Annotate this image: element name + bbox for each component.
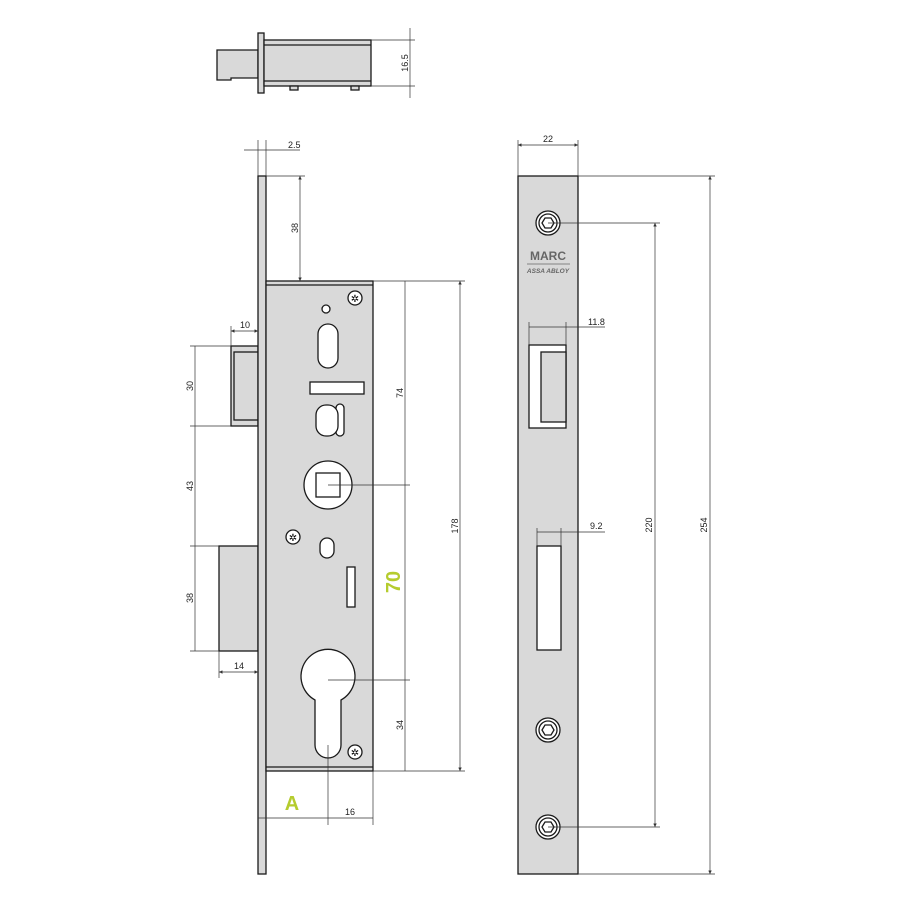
screw-icon: ✲ [285,529,301,545]
dim-14: 14 [234,661,244,671]
deadbolt [218,545,259,652]
dim-22: 22 [543,134,553,144]
dim-178: 178 [450,518,460,533]
case-top [263,39,372,87]
svg-text:✲: ✲ [351,294,359,305]
faceplate [257,175,267,875]
svg-text:✲: ✲ [289,533,297,544]
dim-2-5: 2.5 [288,140,301,150]
backset-a-label: A [285,793,299,815]
dim-38: 38 [185,593,195,603]
dim-220: 220 [644,517,654,532]
slot [317,323,339,369]
bolt-top [216,49,259,81]
dim-43: 43 [185,481,195,491]
faceplate-top [257,32,265,94]
dim-38-top: 38 [290,223,300,233]
dim-254: 254 [699,517,709,532]
front-view: ✲ ✲ ✲ 2.5 38 10 30 43 38 14 74 70 34 178… [185,140,465,875]
dim-9-2: 9.2 [590,521,603,531]
faceplate-front [517,175,579,875]
dim-74: 74 [395,388,405,398]
top-view: 16.5 [216,28,415,98]
logo-brand: MARC [530,249,566,263]
hex-screw-icon [535,717,561,743]
svg-text:✲: ✲ [351,748,359,759]
logo-sub: ASSA ABLOY [526,268,570,275]
faceplate-view: 22 MARC ASSA ABLOY 11.8 9.2 220 254 [517,134,715,875]
screw-icon: ✲ [347,744,363,760]
screw-icon: ✲ [347,290,363,306]
dim-16-5: 16.5 [400,54,410,72]
dim-34: 34 [395,720,405,730]
dim-11-8: 11.8 [588,317,605,327]
cylinder-cutout [300,648,356,759]
dim-10: 10 [240,320,250,330]
dim-16: 16 [345,807,355,817]
deadbolt-opening [536,545,562,651]
dim-70-center: 70 [383,571,405,593]
dim-30: 30 [185,381,195,391]
